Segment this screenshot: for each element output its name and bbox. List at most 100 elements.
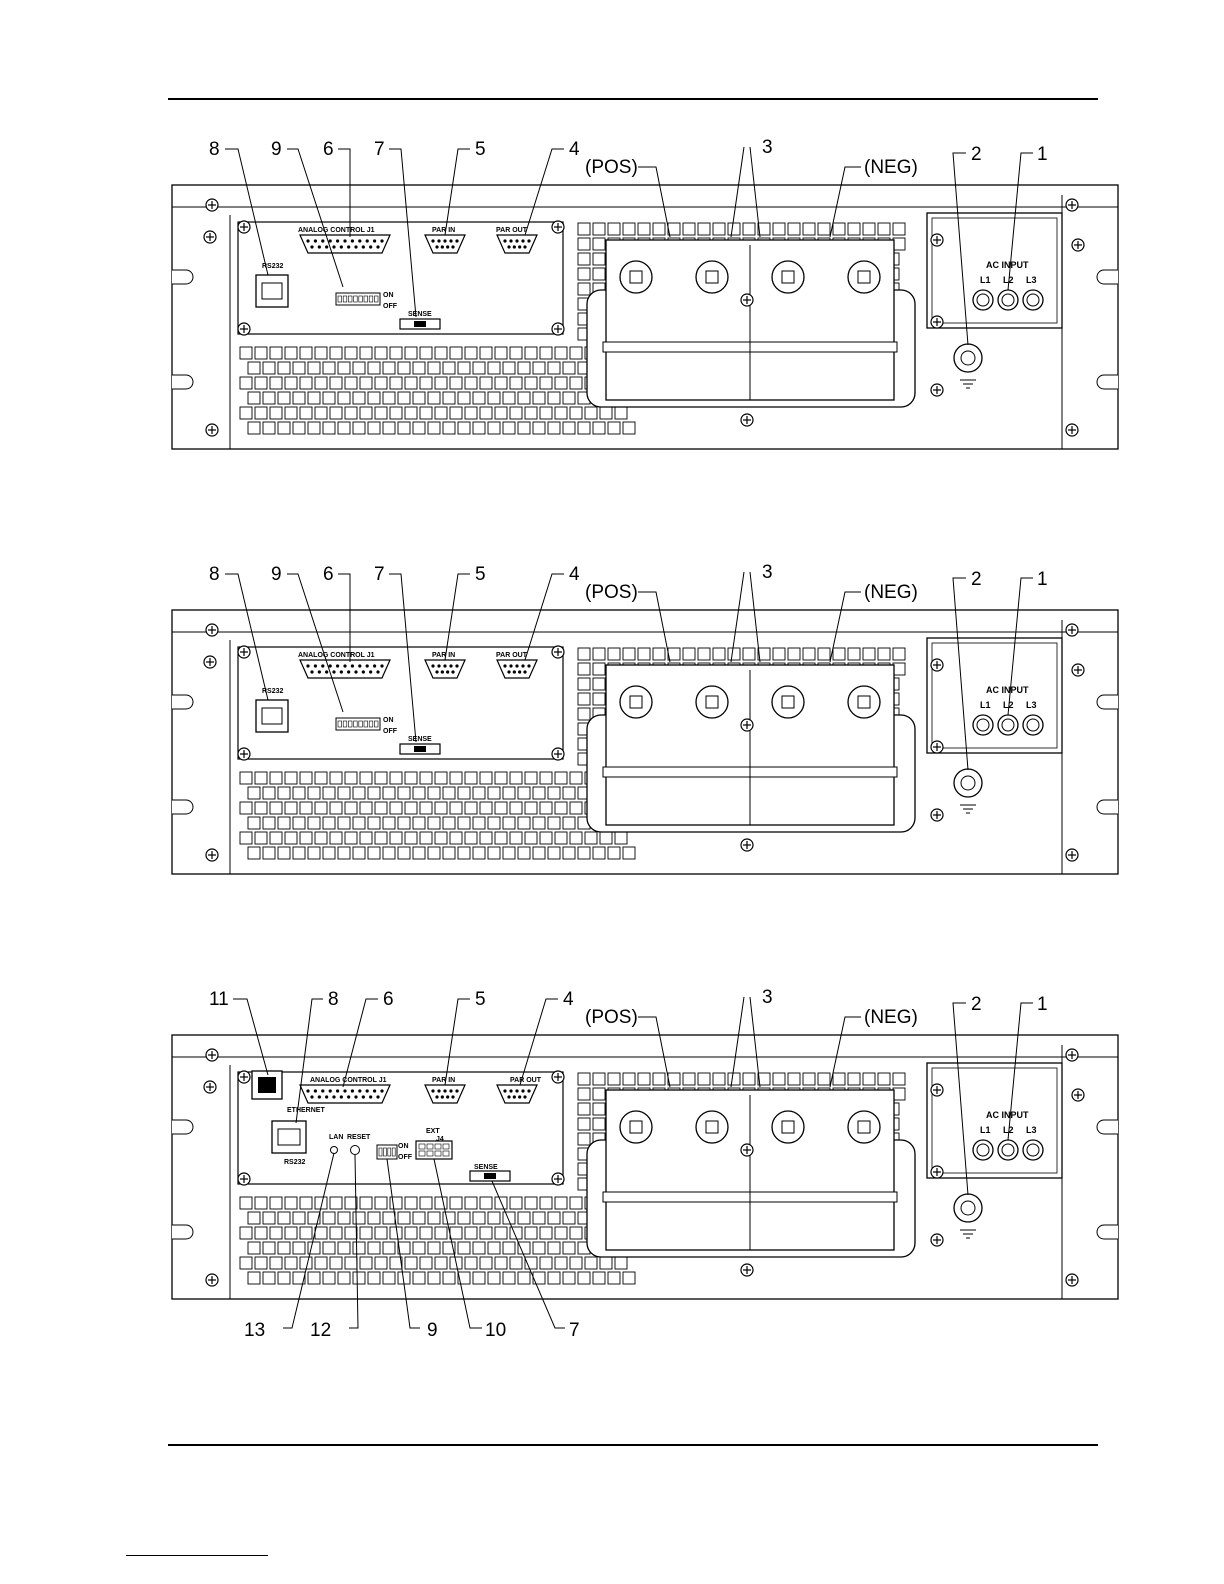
screw-icon xyxy=(930,1233,944,1247)
label-analog-control: ANALOG CONTROL J1 xyxy=(298,652,375,659)
terminal-bolt xyxy=(857,270,871,284)
ground-icon xyxy=(960,1229,976,1239)
label-par-out: PAR OUT xyxy=(496,652,528,659)
ext-pin xyxy=(426,1150,434,1157)
label-pos: (POS) xyxy=(585,1007,638,1028)
callout-7: 7 xyxy=(374,139,385,160)
rs232-jack xyxy=(261,282,283,300)
callout-11: 11 xyxy=(209,989,229,1010)
dip-toggle xyxy=(342,720,348,728)
dip-toggle xyxy=(378,1147,383,1157)
terminal-bolt xyxy=(705,1120,719,1134)
leader-line xyxy=(338,573,351,662)
dip-toggle xyxy=(368,295,374,303)
callout-4: 4 xyxy=(569,139,580,160)
leader-line xyxy=(349,1154,359,1329)
screw-icon xyxy=(203,655,217,669)
screw-icon xyxy=(930,740,944,754)
leader-line xyxy=(491,1180,565,1329)
screw-icon xyxy=(551,1070,565,1084)
callout-3: 3 xyxy=(762,987,773,1008)
label-off: OFF xyxy=(383,303,398,310)
callout-1: 1 xyxy=(1037,144,1048,165)
ac-terminal-screw xyxy=(1001,718,1015,732)
ac-terminal-screw xyxy=(1001,1143,1015,1157)
screw-icon xyxy=(1065,623,1079,637)
screw-icon xyxy=(237,645,251,659)
ext-pin xyxy=(418,1143,426,1150)
analog-control-connector xyxy=(299,1084,391,1104)
ac-terminal-screw xyxy=(1026,718,1040,732)
label-l2: L2 xyxy=(1003,700,1014,710)
label-par-out: PAR OUT xyxy=(496,227,528,234)
footer-rule xyxy=(168,1444,1098,1446)
screw-icon xyxy=(930,1083,944,1097)
leader-line xyxy=(524,148,564,236)
dip-toggle xyxy=(374,720,379,728)
sense-terminal xyxy=(484,1173,496,1179)
ac-terminal-screw xyxy=(976,293,990,307)
rack-slot xyxy=(1096,694,1118,710)
screw-icon xyxy=(205,848,219,862)
label-analog-control: ANALOG CONTROL J1 xyxy=(298,227,375,234)
leader-line xyxy=(287,573,344,713)
leader-line xyxy=(338,148,351,237)
label-analog-control: ANALOG CONTROL J1 xyxy=(310,1077,387,1084)
label-neg: (NEG) xyxy=(864,1007,918,1028)
rack-slot xyxy=(172,1119,194,1135)
label-sense: SENSE xyxy=(408,736,432,743)
dip-toggle xyxy=(353,295,358,303)
screw-icon xyxy=(551,645,565,659)
leader-line xyxy=(638,591,671,663)
ac-input-inner xyxy=(931,1067,1058,1174)
leader-line xyxy=(342,998,378,1088)
par-out-connector xyxy=(496,234,538,254)
ground-stud-nut xyxy=(960,350,976,366)
label-off: OFF xyxy=(398,1154,413,1161)
ext-pin xyxy=(442,1143,450,1150)
label-par-in: PAR IN xyxy=(432,227,455,234)
dip-toggle xyxy=(342,295,348,303)
label-l1: L1 xyxy=(980,1125,991,1135)
dip-switch xyxy=(335,292,381,306)
rs232-jack xyxy=(277,1128,301,1146)
dip-toggle xyxy=(358,720,363,728)
callout-6: 6 xyxy=(323,564,334,585)
ext-pin xyxy=(418,1150,426,1157)
label-par-in: PAR IN xyxy=(432,652,455,659)
label-pos: (POS) xyxy=(585,582,638,603)
callout-8: 8 xyxy=(209,139,220,160)
sense-terminal xyxy=(414,321,426,327)
label-par-out: PAR OUT xyxy=(510,1077,542,1084)
callout-2: 2 xyxy=(971,569,982,590)
ext-pin xyxy=(434,1143,442,1150)
leader-line xyxy=(829,591,861,663)
leader-line xyxy=(749,996,761,1088)
leader-line xyxy=(952,1002,969,1196)
rs232-jack xyxy=(261,707,283,725)
leader-line xyxy=(749,146,761,238)
label-par-in: PAR IN xyxy=(432,1077,455,1084)
terminal-bolt xyxy=(705,695,719,709)
rack-slot xyxy=(1096,374,1118,390)
leader-line xyxy=(730,571,745,663)
label-l1: L1 xyxy=(980,275,991,285)
label-ac-input: AC INPUT xyxy=(986,1110,1029,1120)
screw-icon xyxy=(930,1165,944,1179)
leader-line xyxy=(389,148,417,318)
leader-line xyxy=(444,573,470,661)
screw-icon xyxy=(1065,423,1079,437)
screw-icon xyxy=(1065,1273,1079,1287)
callout-6: 6 xyxy=(383,989,394,1010)
analog-control-connector xyxy=(299,234,391,254)
callout-5: 5 xyxy=(475,564,486,585)
callout-9: 9 xyxy=(271,139,282,160)
terminal-bolt xyxy=(781,695,795,709)
label-sense: SENSE xyxy=(474,1164,498,1171)
screw-icon xyxy=(237,1070,251,1084)
screw-icon xyxy=(205,423,219,437)
dip-toggle xyxy=(374,295,379,303)
screw-icon xyxy=(1071,238,1085,252)
sense-terminal xyxy=(414,746,426,752)
label-ethernet: ETHERNET xyxy=(287,1107,325,1114)
